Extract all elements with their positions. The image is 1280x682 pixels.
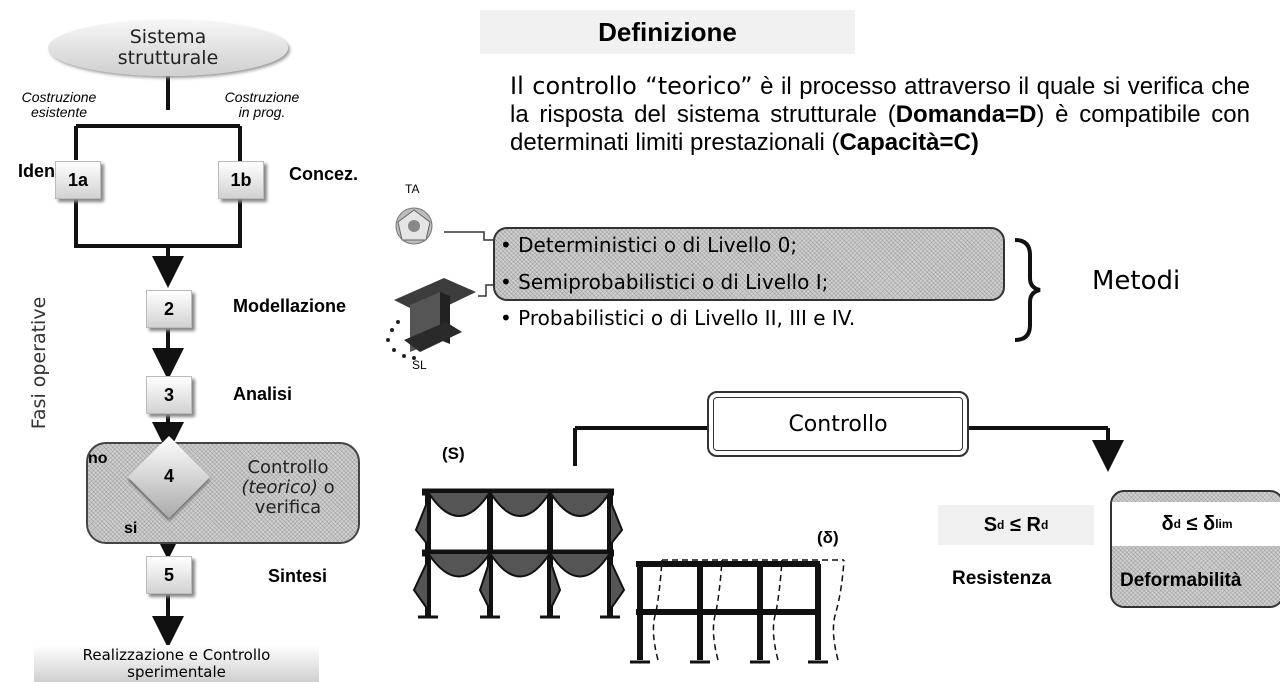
branch-right-line1: Costruzione — [224, 89, 300, 105]
sl-label: SL — [412, 358, 427, 372]
start-node-sistema-strutturale: Sistema strutturale — [48, 20, 288, 76]
formula-delta-lim: δ — [1203, 512, 1216, 535]
formula-s-sub: d — [997, 518, 1005, 532]
def-text-5: ) è compatibile con determinati limiti p… — [510, 101, 1250, 156]
label-si: si — [124, 520, 138, 537]
metodi-item-2: • Semiprobabilistici o di Livello I; — [500, 270, 829, 294]
formula-r: R — [1026, 513, 1041, 536]
label-resistenza: Resistenza — [952, 568, 1052, 589]
step-3: 3 — [146, 376, 192, 414]
step-1b: 1b — [218, 161, 264, 199]
frame-moment-diagram — [412, 488, 626, 619]
metodi-title: Metodi — [1092, 266, 1181, 296]
controllo-title-box: Controllo — [707, 391, 969, 457]
steel-beam-icon — [386, 278, 476, 360]
step-4: 4 — [163, 466, 174, 486]
controllo-teorico-label: Controllo (teorico) o verifica — [228, 458, 348, 518]
step-2: 2 — [146, 290, 192, 328]
final-node-realizzazione: Realizzazione e Controllo sperimentale — [34, 645, 319, 682]
label-no: no — [88, 450, 108, 467]
controllo-label-line3: verifica — [254, 497, 322, 518]
metodi-highlight-box — [493, 227, 1005, 301]
label-deformabilita: Deformabilità — [1120, 570, 1242, 591]
label-delta: (δ) — [817, 528, 839, 547]
formula-delta: δ — [1161, 512, 1174, 535]
final-node-line1: Realizzazione e Controllo — [82, 646, 271, 664]
controllo-label-line2: (teorico) — [241, 477, 318, 498]
formula-s: S — [983, 513, 998, 536]
controllo-panel — [86, 442, 360, 544]
branch-right-line2: in prog. — [238, 104, 286, 120]
metodi-item-2-text: Semiprobabilistici o di Livello I; — [518, 270, 829, 294]
ta-emblem-icon — [395, 207, 433, 245]
branch-left-line2: esistente — [30, 104, 88, 120]
step-5: 5 — [146, 556, 192, 594]
def-text-2: controllo “teorico” — [532, 72, 753, 100]
start-node-line1: Sistema — [129, 26, 207, 48]
metodi-item-1: • Deterministici o di Livello 0; — [500, 233, 798, 257]
label-s: (S) — [442, 444, 465, 463]
label-sintesi: Sintesi — [268, 566, 328, 586]
final-node-line2: sperimentale — [127, 663, 226, 681]
vertical-label-fasi-operative: Fasi operative — [28, 296, 50, 430]
def-text-domanda: Domanda=D — [895, 101, 1037, 128]
branch-left-label: Costruzione esistente — [4, 90, 114, 120]
controllo-label-o: o — [323, 477, 335, 498]
label-analisi: Analisi — [233, 384, 293, 404]
ta-label: TA — [405, 182, 420, 196]
definizione-paragraph: Il controllo “teorico” è il processo att… — [510, 72, 1250, 157]
formula-delta-lim-sub: lim — [1215, 517, 1233, 531]
controllo-label-line1: Controllo — [247, 457, 329, 478]
branch-left-line1: Costruzione — [21, 89, 97, 105]
formula-op-2: ≤ — [1180, 512, 1204, 535]
formula-op-1: ≤ — [1004, 513, 1027, 536]
metodi-item-3-text: Probabilistici o di Livello II, III e IV… — [518, 306, 856, 330]
frame-deformation-diagram — [630, 559, 845, 664]
def-text-capacita: Capacità=C) — [839, 129, 979, 156]
def-text-3: è il processo attraverso il quale si ver… — [510, 73, 1250, 128]
def-text-1: Il — [510, 72, 533, 100]
step-1a: 1a — [55, 161, 101, 199]
formula-r-sub: d — [1040, 518, 1049, 532]
branch-right-label: Costruzione in prog. — [220, 90, 304, 120]
formula-delta-sub: d — [1173, 517, 1181, 531]
metodi-item-1-text: Deterministici o di Livello 0; — [518, 233, 798, 257]
definizione-title: Definizione — [480, 10, 855, 54]
label-modellazione: Modellazione — [233, 296, 347, 316]
label-concez: Concez. — [289, 164, 359, 184]
metodi-item-3: • Probabilistici o di Livello II, III e … — [500, 306, 856, 330]
start-node-line2: strutturale — [117, 47, 219, 69]
